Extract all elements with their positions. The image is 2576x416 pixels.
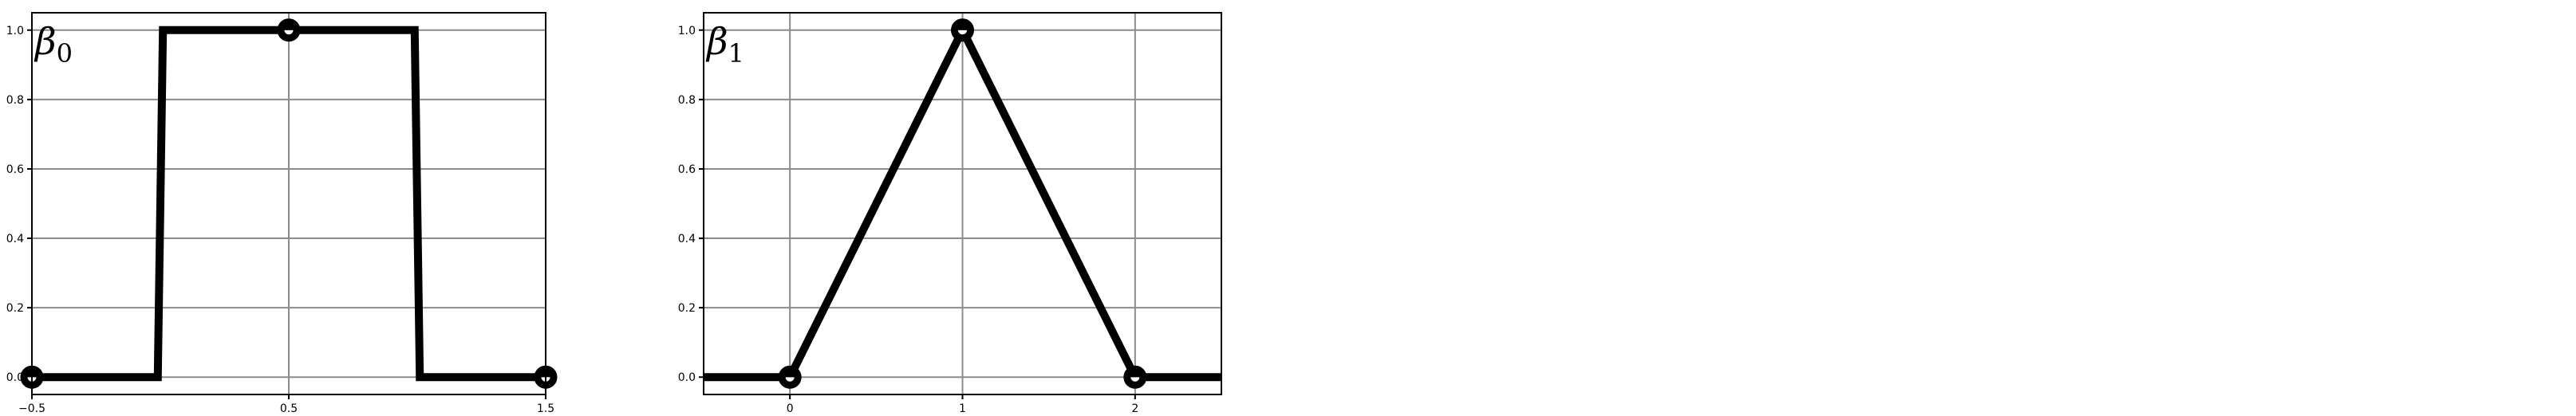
xtick-label: −0.5 xyxy=(18,402,45,415)
beta-annotation: β1 xyxy=(705,20,744,69)
ytick-label: 1.0 xyxy=(678,25,696,37)
xtick-label: 1 xyxy=(959,402,966,415)
ytick-label: 0.4 xyxy=(678,233,696,245)
data-point xyxy=(277,18,301,42)
ytick-label: 0.6 xyxy=(678,163,696,176)
ytick-label: 0.2 xyxy=(678,302,696,315)
ytick-label: 0.6 xyxy=(6,163,24,176)
xtick-label: 2 xyxy=(1131,402,1138,415)
ytick-label: 0.2 xyxy=(6,302,24,315)
chart-1: 0.0 0.2 0.4 0.6 0.8 1.0 0 1 2 β1 xyxy=(678,12,1222,415)
xtick-label: 0.5 xyxy=(280,402,298,415)
ytick-label: 1.0 xyxy=(6,25,24,37)
axes-frame xyxy=(703,12,1222,395)
ytick-label: 0.8 xyxy=(6,94,24,107)
chart-0: 0.0 0.2 0.4 0.6 0.8 1.0 −0.5 0.5 1.5 β0 xyxy=(6,12,558,415)
axes-frame xyxy=(31,12,546,395)
ytick-label: 0.0 xyxy=(678,371,696,384)
beta-annotation: β0 xyxy=(34,20,73,69)
data-point xyxy=(1123,365,1147,389)
data-point xyxy=(951,18,974,42)
xtick-label: 0 xyxy=(787,402,794,415)
data-point xyxy=(778,365,802,389)
ytick-label: 0.0 xyxy=(6,371,24,384)
ytick-label: 0.4 xyxy=(6,233,24,245)
ytick-label: 0.8 xyxy=(678,94,696,107)
xtick-label: 1.5 xyxy=(537,402,554,415)
